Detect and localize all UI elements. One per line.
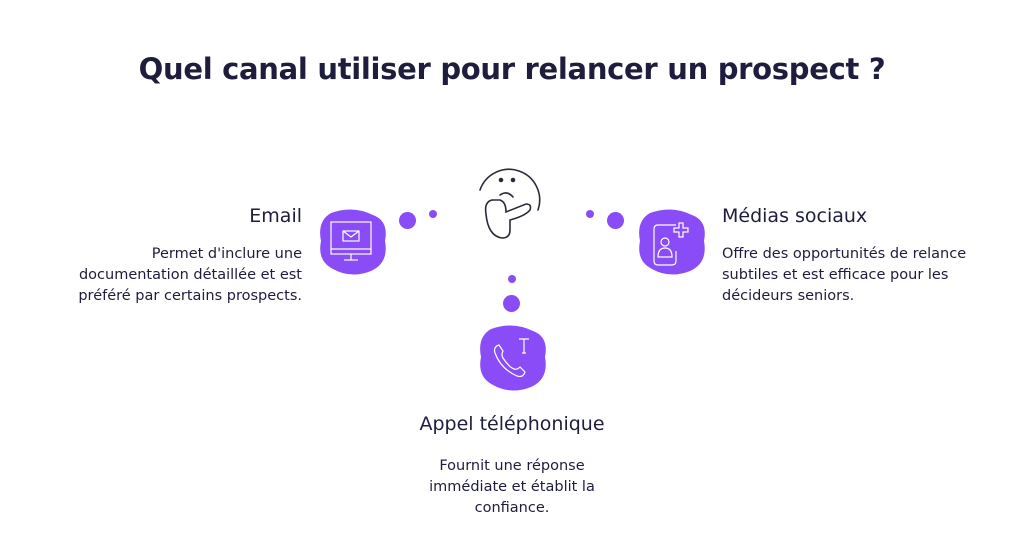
page-title: Quel canal utiliser pour relancer un pro… (138, 52, 886, 86)
email-title: Email (249, 205, 302, 227)
phone-call-title: Appel téléphonique (419, 413, 605, 435)
connector-dot (607, 212, 624, 229)
social-media-description: Offre des opportunités de relance subtil… (722, 246, 967, 304)
social-media-title: Médias sociaux (722, 205, 868, 227)
connector-dot (429, 210, 437, 218)
thinking-face-icon (479, 168, 541, 239)
email-description: Permet d'inclure une documentation détai… (78, 246, 302, 304)
connector-dot (508, 275, 516, 283)
connector-dot (586, 210, 594, 218)
phone-add-user-icon (639, 209, 705, 275)
phone-call-description: Fournit une réponse immédiate et établit… (429, 458, 595, 516)
connector-dot (503, 295, 520, 312)
monitor-email-icon (320, 209, 386, 275)
connector-dot (399, 212, 416, 229)
phone-call-icon (480, 325, 546, 391)
